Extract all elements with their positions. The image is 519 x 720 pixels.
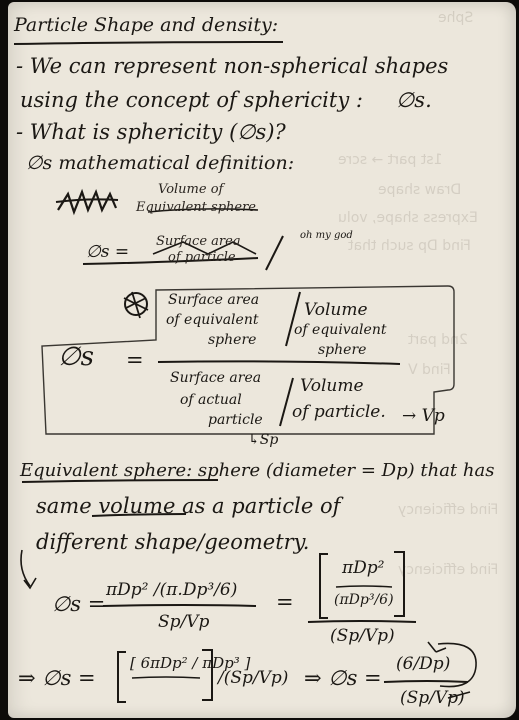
ghost-text: Express shape, volu: [338, 210, 478, 226]
box-num-left: sphere: [208, 332, 257, 348]
struck-text: Volume of: [158, 182, 224, 197]
note-line: - What is sphericity (∅s)?: [16, 120, 286, 144]
eq2-mid: ⇒ ∅s =: [304, 666, 382, 690]
sp-label: ↳Sp: [248, 432, 279, 448]
ghost-text: Find efficiency: [398, 562, 499, 578]
eq2-divisor: /(Sp/Vp): [218, 668, 289, 688]
box-num-right: sphere: [318, 342, 367, 358]
page-title: Particle Shape and density:: [14, 14, 279, 36]
box-num-left: Surface area: [168, 292, 260, 308]
eq1-lhs: ∅s =: [52, 592, 106, 616]
margin-note: oh my god: [300, 230, 353, 241]
struck-text: Equivalent sphere: [136, 200, 256, 215]
note-line: using the concept of sphericity :: [20, 88, 363, 112]
box-den-left: of actual: [180, 392, 242, 408]
ghost-text: Find efficiency: [398, 502, 499, 518]
box-num-right: Volume: [304, 300, 368, 320]
eq2-numerator: (6/Dp): [396, 654, 451, 674]
note-line: Equivalent sphere: sphere (diameter = Dp…: [20, 460, 495, 481]
struck-text: of particle: [168, 250, 236, 265]
eq1-right-num: πDp²: [342, 558, 385, 578]
eq2-lhs: ⇒ ∅s =: [18, 666, 96, 690]
vp-label: → Vp: [402, 406, 445, 426]
box-phi: ∅s: [58, 342, 94, 372]
note-line: same volume as a particle of: [36, 494, 341, 518]
struck-text: ∅s =: [86, 242, 130, 262]
box-den-right: Volume: [300, 376, 364, 396]
box-equals: =: [126, 348, 144, 372]
box-den-right: of particle.: [292, 402, 386, 422]
sphericity-symbol: ∅s.: [396, 88, 432, 112]
eq1-denominator: Sp/Vp: [158, 612, 210, 632]
eq2-denominator: (Sp/Vp): [400, 688, 465, 708]
eq1-numerator: πDp² /(π.Dp³/6): [106, 580, 238, 600]
ghost-text: Sphe: [438, 10, 474, 26]
ghost-text: 1st part → scre: [338, 152, 443, 168]
box-num-left: of equivalent: [166, 312, 259, 328]
box-den-left: particle: [208, 412, 263, 428]
ghost-text: Find Dp such that: [348, 238, 471, 254]
note-line: - We can represent non-spherical shapes: [16, 54, 449, 78]
ghost-text: Draw shape: [378, 182, 462, 198]
notebook-page: Sphe 1st part → scre Draw shape Express …: [8, 2, 516, 718]
note-line: different shape/geometry.: [36, 530, 310, 554]
eq1-right-den: (Sp/Vp): [330, 626, 395, 646]
eq1-equals: =: [276, 590, 294, 614]
struck-text: Surface area: [156, 234, 241, 249]
box-num-right: of equivalent: [294, 322, 387, 338]
ghost-text: Find V: [408, 362, 451, 378]
eq2-bracket: [ 6πDp² / πDp³ ]: [130, 654, 251, 672]
box-den-left: Surface area: [170, 370, 262, 386]
note-line: ∅s mathematical definition:: [26, 152, 295, 174]
ghost-text: 2nd part: [408, 332, 468, 348]
eq1-right-num: (πDp³/6): [334, 592, 394, 608]
